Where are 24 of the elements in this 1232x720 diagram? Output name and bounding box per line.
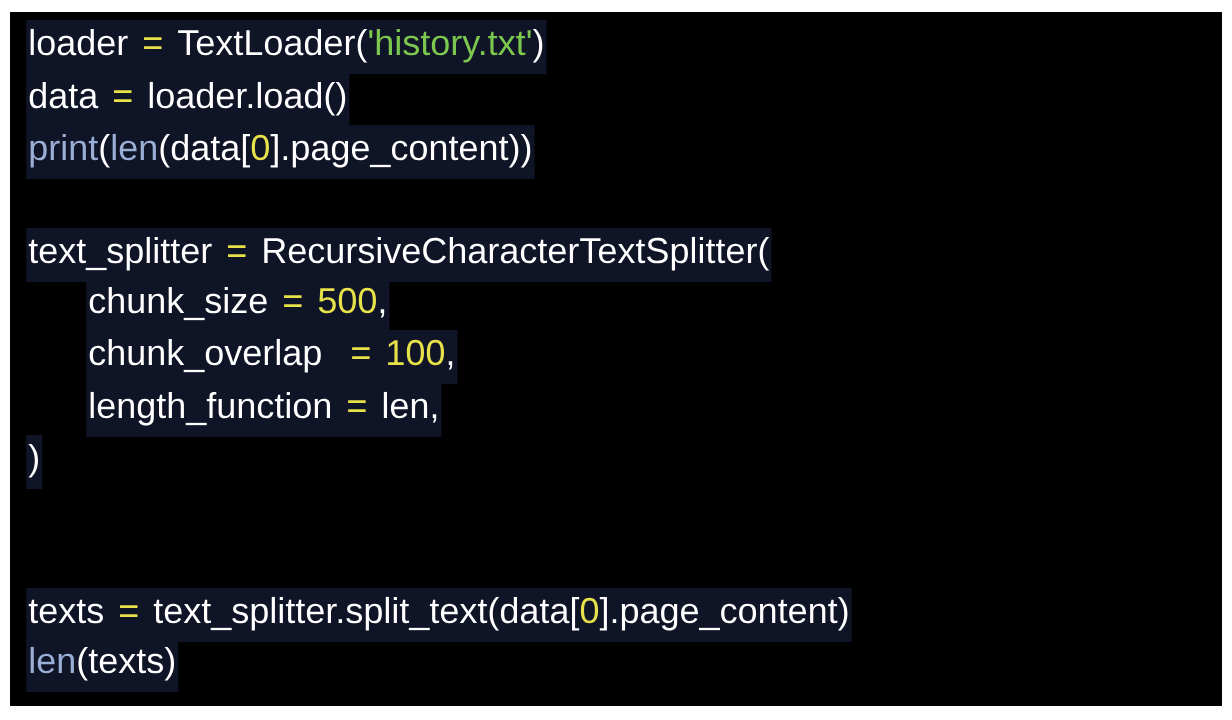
label: (data[ bbox=[160, 133, 251, 168]
label: ) bbox=[532, 28, 543, 63]
label: text_splitter.split_text(data[ bbox=[153, 596, 580, 631]
label: TextLoader( bbox=[178, 28, 368, 63]
label: = bbox=[352, 347, 370, 359]
label: len bbox=[112, 133, 156, 161]
label: 100 bbox=[388, 339, 445, 366]
label: , bbox=[380, 309, 385, 318]
label: 500 bbox=[318, 287, 376, 314]
label: print bbox=[30, 133, 98, 168]
label: chunk_size bbox=[89, 286, 267, 321]
label: 0 bbox=[251, 134, 269, 161]
label: = bbox=[119, 605, 138, 617]
label: = bbox=[284, 295, 302, 307]
label: 0 bbox=[580, 597, 599, 624]
label: texts bbox=[28, 599, 103, 624]
label: = bbox=[144, 37, 162, 49]
label: , bbox=[448, 361, 453, 370]
label: loader bbox=[30, 28, 128, 56]
label: ].page_content)) bbox=[270, 133, 531, 168]
label: 'history.txt' bbox=[369, 28, 531, 63]
label: chunk_overlap bbox=[89, 338, 321, 373]
label: ( bbox=[100, 133, 111, 168]
label: ].page_content) bbox=[599, 596, 848, 631]
